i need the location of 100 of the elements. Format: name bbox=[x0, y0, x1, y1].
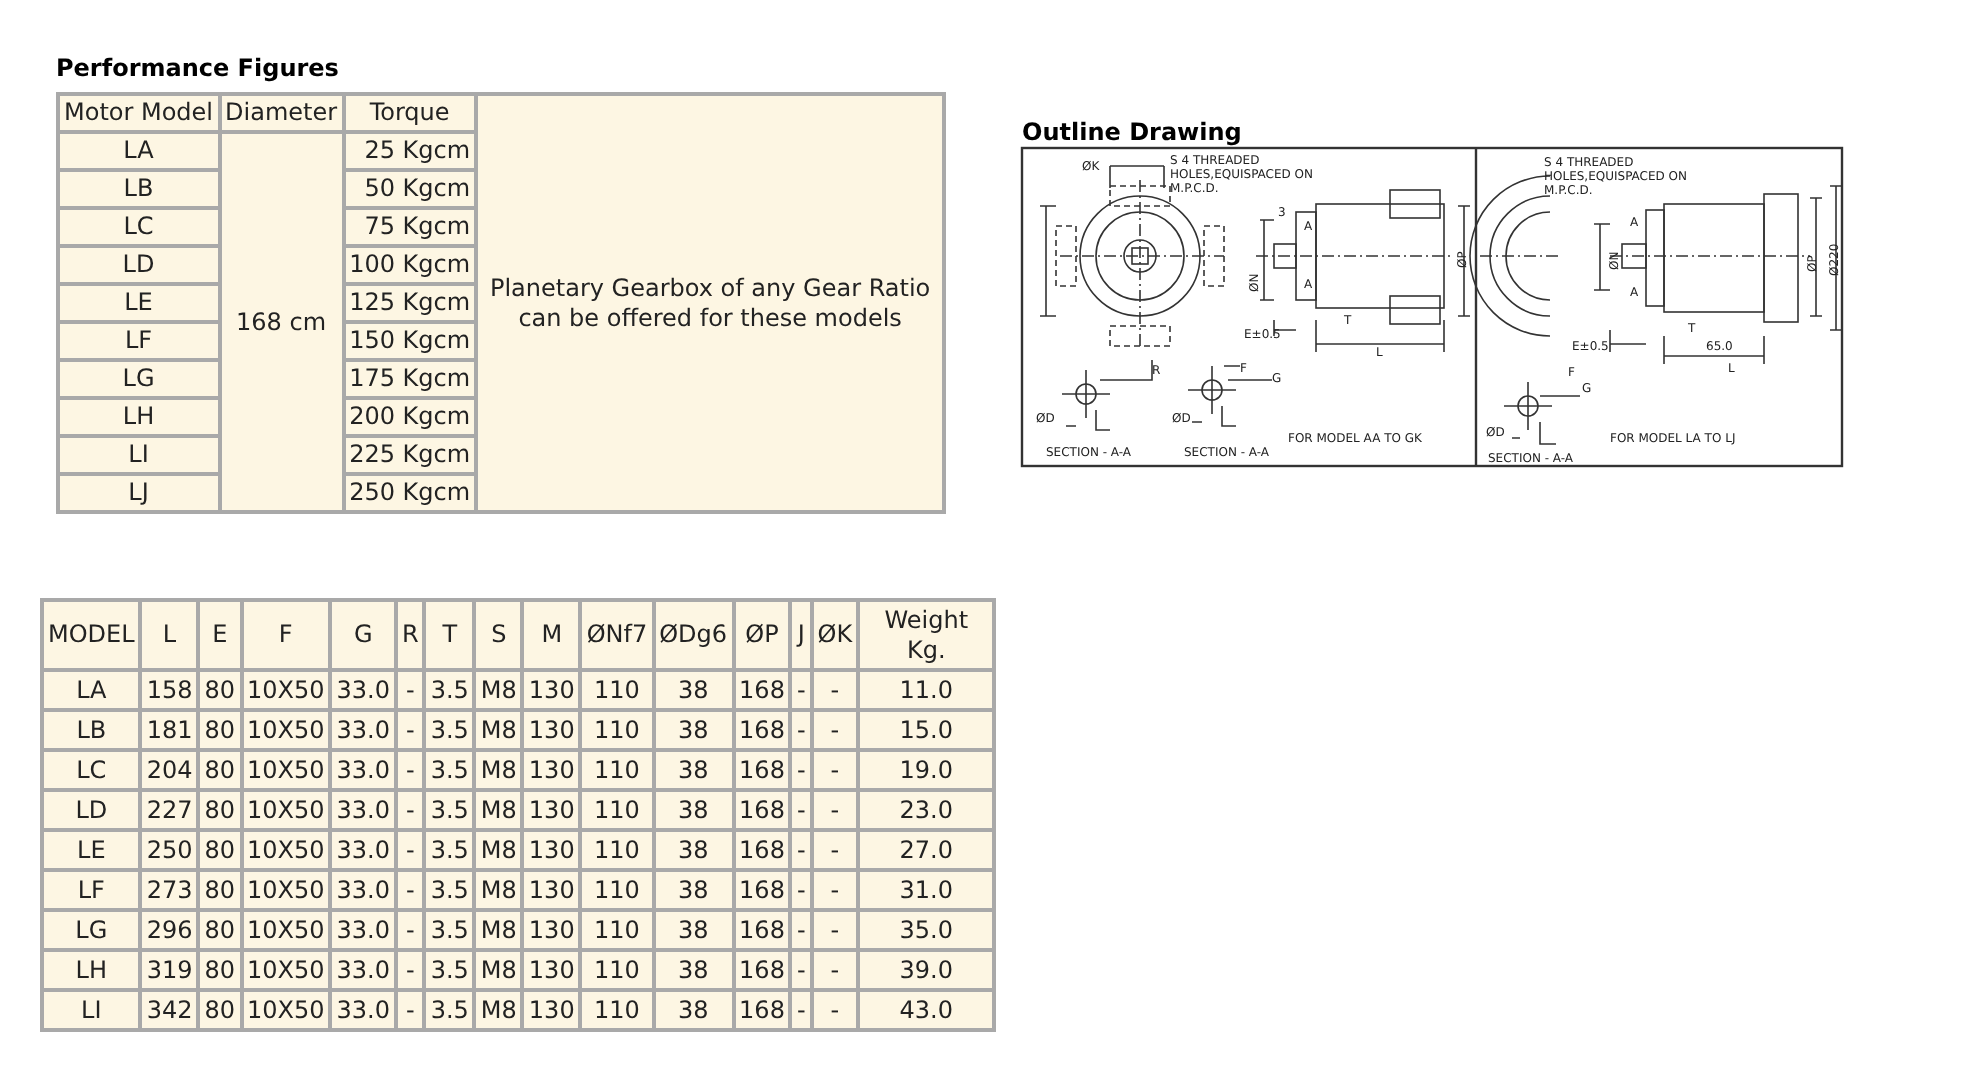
table-cell: 33.0 bbox=[330, 870, 396, 910]
table-cell: 204 bbox=[140, 750, 199, 790]
table-cell: - bbox=[790, 750, 812, 790]
table-cell: - bbox=[811, 670, 859, 710]
table-cell: - bbox=[811, 790, 859, 830]
table-cell: 168 bbox=[733, 670, 791, 710]
column-header: M bbox=[522, 600, 581, 670]
table-cell: 38 bbox=[653, 870, 734, 910]
table-cell: 38 bbox=[653, 830, 734, 870]
table-cell: LE bbox=[42, 830, 141, 870]
column-header: MODEL bbox=[42, 600, 141, 670]
table-cell: 110 bbox=[580, 790, 654, 830]
table-cell: 168 cm bbox=[219, 132, 344, 512]
table-cell: LF bbox=[58, 322, 220, 360]
table-cell: 3.5 bbox=[424, 750, 475, 790]
table-cell: 110 bbox=[580, 950, 654, 990]
table-cell: LD bbox=[42, 790, 141, 830]
table-cell: 3.5 bbox=[424, 710, 475, 750]
table-cell: LJ bbox=[58, 474, 220, 512]
table-cell: 110 bbox=[580, 670, 654, 710]
table-cell: 80 bbox=[198, 830, 241, 870]
column-header: ØP bbox=[733, 600, 791, 670]
table-cell: - bbox=[395, 750, 425, 790]
table-cell: LI bbox=[42, 990, 141, 1030]
table-cell: - bbox=[395, 830, 425, 870]
table-cell: M8 bbox=[474, 830, 523, 870]
column-header: Torque bbox=[343, 94, 477, 132]
table-cell: LG bbox=[42, 910, 141, 950]
table-cell: 80 bbox=[198, 710, 241, 750]
table-cell: 43.0 bbox=[858, 990, 995, 1030]
table-cell: 80 bbox=[198, 790, 241, 830]
table-cell: 168 bbox=[733, 790, 791, 830]
table-cell: - bbox=[790, 870, 812, 910]
table-cell: 33.0 bbox=[330, 910, 396, 950]
table-cell: - bbox=[811, 910, 859, 950]
table-cell: 33.0 bbox=[330, 950, 396, 990]
table-cell: 38 bbox=[653, 950, 734, 990]
table-cell: 33.0 bbox=[330, 790, 396, 830]
table-cell: 10X50 bbox=[241, 870, 331, 910]
table-cell: 168 bbox=[733, 830, 791, 870]
table-cell: 33.0 bbox=[330, 750, 396, 790]
column-header: Motor Model bbox=[58, 94, 220, 132]
table-cell: 130 bbox=[522, 670, 581, 710]
table-cell: - bbox=[811, 750, 859, 790]
table-cell: - bbox=[790, 830, 812, 870]
note-cell: Planetary Gearbox of any Gear Ratio can be offered for these models bbox=[476, 94, 945, 512]
table-cell: 39.0 bbox=[858, 950, 995, 990]
table-cell: 130 bbox=[522, 750, 581, 790]
column-header: ØNf7 bbox=[580, 600, 654, 670]
table-cell: - bbox=[811, 870, 859, 910]
table-cell: 250 bbox=[140, 830, 199, 870]
table-cell: M8 bbox=[474, 670, 523, 710]
table-cell: LF bbox=[42, 870, 141, 910]
table-cell: 38 bbox=[653, 670, 734, 710]
table-cell: - bbox=[811, 990, 859, 1030]
table-cell: - bbox=[395, 870, 425, 910]
column-header: S bbox=[474, 600, 523, 670]
table-cell: 110 bbox=[580, 830, 654, 870]
table-cell: 80 bbox=[198, 910, 241, 950]
table-cell: LA bbox=[58, 132, 220, 170]
table-cell: - bbox=[790, 790, 812, 830]
table-cell: 3.5 bbox=[424, 990, 475, 1030]
table-cell: 3.5 bbox=[424, 910, 475, 950]
column-header: J bbox=[790, 600, 812, 670]
table-cell: M8 bbox=[474, 910, 523, 950]
table-cell: 33.0 bbox=[330, 670, 396, 710]
table-cell: 11.0 bbox=[858, 670, 995, 710]
table-cell: M8 bbox=[474, 950, 523, 990]
table-cell: - bbox=[811, 710, 859, 750]
table-cell: 35.0 bbox=[858, 910, 995, 950]
table-cell: 319 bbox=[140, 950, 199, 990]
table-cell: 3.5 bbox=[424, 950, 475, 990]
table-cell: 80 bbox=[198, 750, 241, 790]
table-cell: LH bbox=[58, 398, 220, 436]
table-cell: M8 bbox=[474, 990, 523, 1030]
table-cell: 33.0 bbox=[330, 990, 396, 1030]
table-cell: 38 bbox=[653, 990, 734, 1030]
table-cell: LA bbox=[42, 670, 141, 710]
table-cell: 110 bbox=[580, 750, 654, 790]
table-cell: 168 bbox=[733, 750, 791, 790]
table-cell: LD bbox=[58, 246, 220, 284]
table-cell: - bbox=[790, 710, 812, 750]
table-cell: M8 bbox=[474, 750, 523, 790]
column-header: ØDg6 bbox=[653, 600, 734, 670]
table-cell: 130 bbox=[522, 910, 581, 950]
table-cell: 80 bbox=[198, 950, 241, 990]
table-cell: 158 bbox=[140, 670, 199, 710]
table-cell: 110 bbox=[580, 710, 654, 750]
column-header: F bbox=[241, 600, 331, 670]
table-cell: 130 bbox=[522, 990, 581, 1030]
column-header: T bbox=[424, 600, 475, 670]
table-cell: 130 bbox=[522, 870, 581, 910]
table-cell: LC bbox=[42, 750, 141, 790]
table-cell: 10X50 bbox=[241, 910, 331, 950]
table-cell: M8 bbox=[474, 790, 523, 830]
column-header: Diameter bbox=[219, 94, 344, 132]
table-cell: 38 bbox=[653, 790, 734, 830]
table-cell: 296 bbox=[140, 910, 199, 950]
table-cell: - bbox=[790, 950, 812, 990]
table-cell: 181 bbox=[140, 710, 199, 750]
